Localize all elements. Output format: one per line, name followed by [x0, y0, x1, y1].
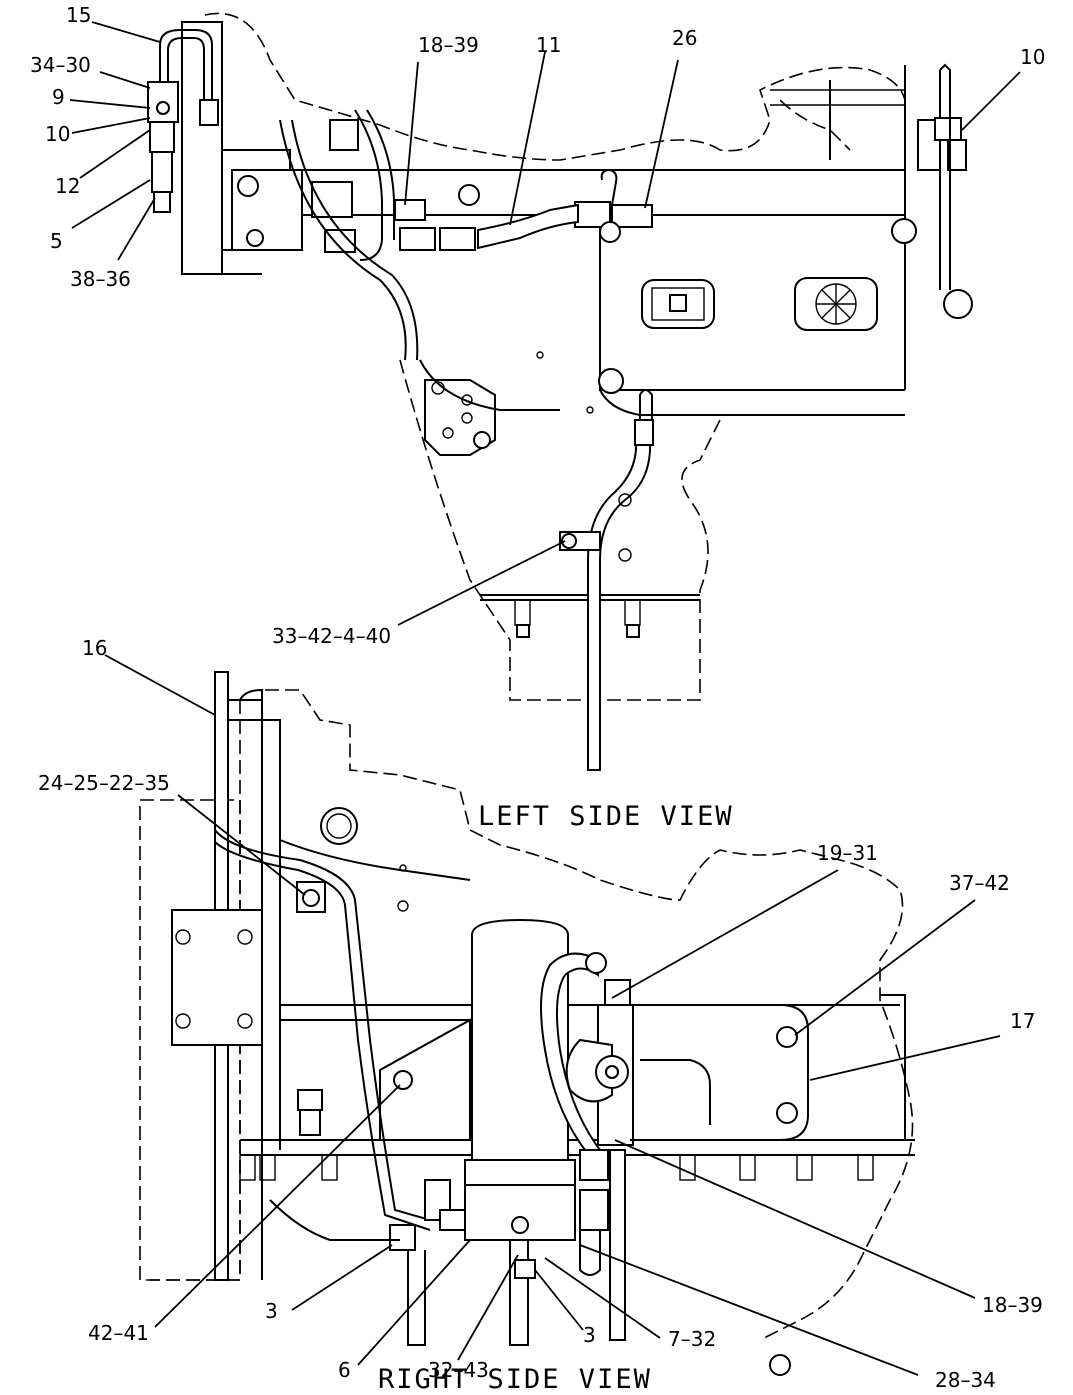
leader-lines	[69, 21, 1021, 1376]
callout-42-41: 42–41	[88, 1321, 149, 1345]
mounting-bracket-left	[181, 21, 223, 275]
callout-10-left: 10	[45, 122, 70, 146]
callout-12: 12	[55, 174, 80, 198]
callout-7-32: 7–32	[668, 1327, 716, 1351]
drain-hose	[587, 439, 652, 771]
callout-17: 17	[1010, 1009, 1035, 1033]
callout-28-34: 28–34	[935, 1368, 996, 1392]
right-side-view-title: RIGHT SIDE VIEW	[378, 1364, 652, 1395]
u-tube-15	[159, 29, 213, 110]
callout-16: 16	[82, 636, 107, 660]
callout-10-right: 10	[1020, 45, 1045, 69]
callout-6: 6	[338, 1358, 351, 1382]
callout-5: 5	[50, 229, 63, 253]
callout-labels: 15 34–30 9 10 12 5 38–36 18–39 11 26 10 …	[30, 3, 1045, 1392]
callout-32-43: 32–43	[428, 1358, 489, 1382]
callout-18-39-top: 18–39	[418, 33, 479, 57]
cover-plate-17	[630, 1004, 809, 1141]
callout-24-25-22-35: 24–25–22–35	[38, 771, 170, 795]
callout-3-right: 3	[583, 1323, 596, 1347]
callout-11: 11	[536, 33, 561, 57]
callout-15: 15	[66, 3, 91, 27]
callout-9: 9	[52, 85, 65, 109]
callout-33-42-4-40: 33–42–4–40	[272, 624, 391, 648]
callout-34-30: 34–30	[30, 53, 91, 77]
callout-18-39-bottom: 18–39	[982, 1293, 1043, 1317]
tube-16	[214, 829, 431, 1221]
left-side-view-title: LEFT SIDE VIEW	[478, 801, 734, 832]
right-side-view	[139, 671, 915, 1376]
callout-37-42: 37–42	[949, 871, 1010, 895]
callout-38-36: 38–36	[70, 267, 131, 291]
callout-26: 26	[672, 26, 697, 50]
callout-19-31: 19–31	[817, 841, 878, 865]
callout-3-left: 3	[265, 1299, 278, 1323]
left-side-view	[147, 12, 973, 771]
braided-hose-11	[477, 203, 579, 250]
